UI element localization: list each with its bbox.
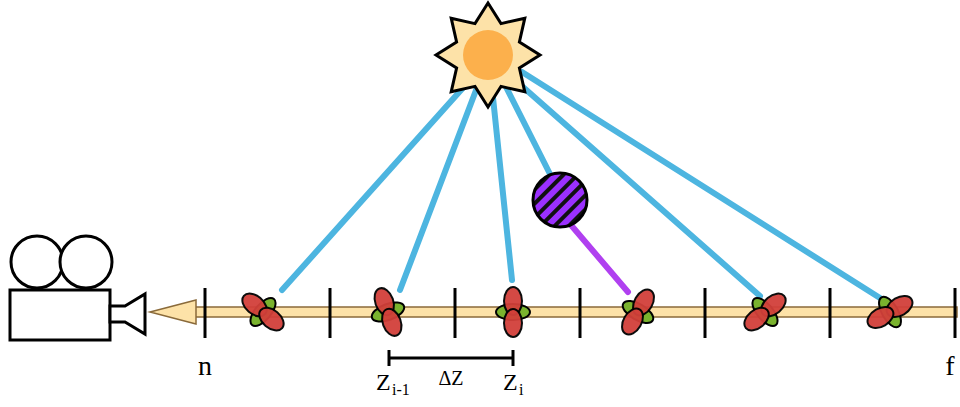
near-label: n [198, 352, 212, 380]
far-label: f [945, 352, 954, 380]
depth-symbol: Z [503, 370, 518, 394]
sun-disc [463, 30, 513, 80]
phase-lobe [611, 282, 665, 342]
camera-ray [195, 307, 957, 317]
phase-lobe [496, 287, 530, 337]
light-rays [282, 72, 880, 298]
ray-arrowhead [150, 300, 196, 324]
occluder [533, 173, 587, 227]
occluded-ray [565, 218, 628, 292]
depth-subscript: i [519, 382, 523, 398]
phase-lobe [735, 283, 795, 341]
sun-symbol [436, 3, 540, 107]
interval-bracket [389, 350, 513, 366]
sample-ticks [205, 288, 955, 338]
phase-lobe [233, 283, 293, 341]
depth-symbol: Z [376, 370, 391, 394]
camera-symbol [10, 236, 145, 340]
phase-lobe [363, 283, 412, 342]
sun-rays [436, 3, 540, 107]
phase-lobe [860, 285, 920, 339]
phase-function-lobes [233, 282, 920, 342]
interval-label: ΔZ [438, 368, 463, 388]
depth-subscript: i-1 [392, 382, 410, 398]
